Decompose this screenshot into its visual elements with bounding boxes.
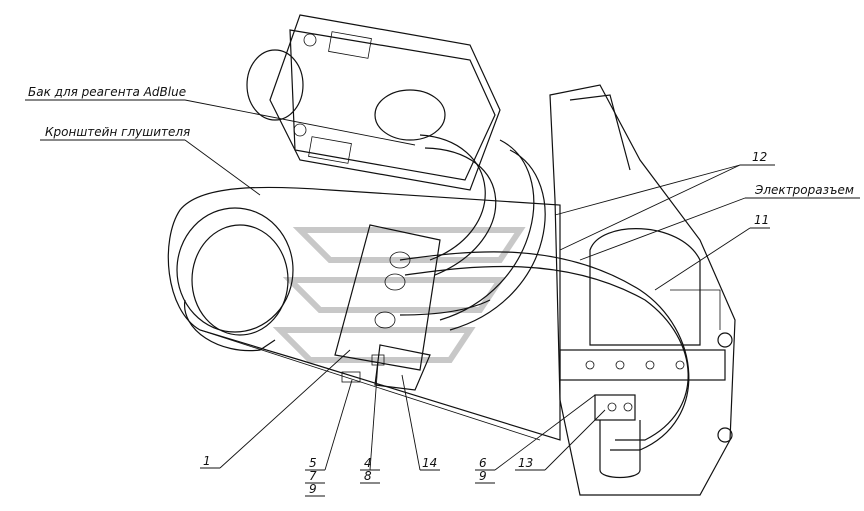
hoses: [374, 134, 690, 451]
label-4: 4: [364, 456, 372, 470]
label-8: 8: [364, 469, 372, 483]
label-connector: Электроразъем: [754, 183, 854, 197]
adblue-tank: [246, 14, 501, 191]
label-11: 11: [754, 213, 769, 227]
label-9a: 9: [309, 482, 317, 496]
leader-lines: [25, 99, 860, 497]
label-adblue-tank: Бак для реагента AdBlue: [28, 85, 186, 99]
label-14: 14: [422, 456, 437, 470]
vehicle-frame: [549, 84, 736, 496]
label-1: 1: [203, 454, 211, 468]
connector-assembly: [594, 394, 641, 479]
label-9b: 9: [479, 469, 487, 483]
label-muffler-bracket: Кронштейн глушителя: [45, 125, 190, 139]
muffler-bracket: [167, 186, 561, 441]
label-7: 7: [309, 469, 317, 483]
label-12: 12: [752, 150, 767, 164]
label-13: 13: [518, 456, 533, 470]
label-5: 5: [309, 456, 317, 470]
label-6: 6: [479, 456, 487, 470]
watermark-logo: [272, 227, 526, 363]
